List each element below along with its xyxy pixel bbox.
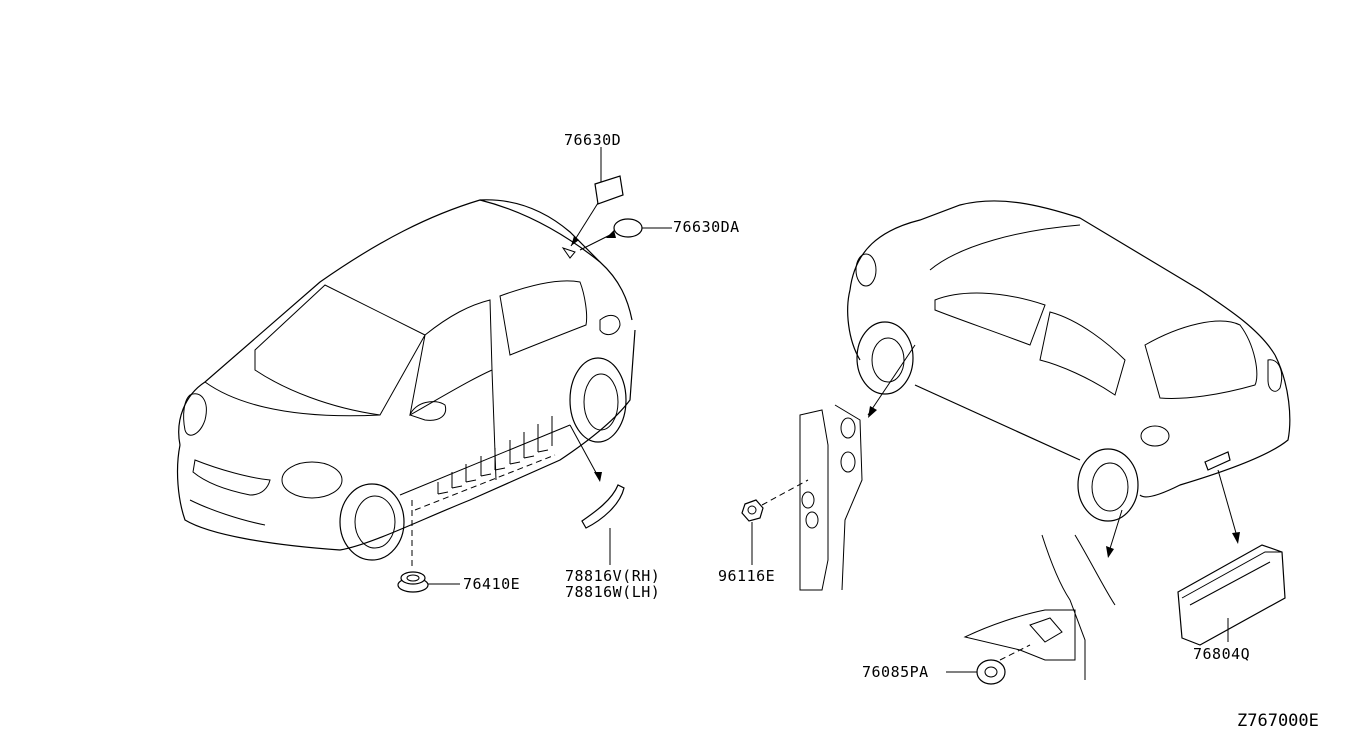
molding-clips [411, 416, 556, 570]
label-76804Q: 76804Q [1193, 645, 1250, 663]
left-car-illustration [176, 199, 636, 561]
part-76085PA-icon [946, 659, 1006, 685]
label-78816V: 78816V(RH) [565, 567, 660, 585]
part-76804Q-icon [1177, 469, 1286, 646]
part-76410E-icon [397, 571, 460, 593]
pillar-section-illustration [799, 344, 916, 591]
label-76085PA: 76085PA [862, 663, 929, 681]
wheel-house-illustration [963, 509, 1123, 680]
part-76630DA-icon [579, 218, 672, 251]
part-76630D-icon [570, 175, 624, 247]
label-76630D: 76630D [564, 131, 621, 149]
label-96116E: 96116E [718, 567, 775, 585]
part-96116E-icon [741, 479, 809, 565]
label-76410E: 76410E [463, 575, 520, 593]
diagram-reference-code: Z767000E [1237, 711, 1319, 731]
label-78816W: 78816W(LH) [565, 583, 660, 601]
part-78816-icon [569, 424, 625, 565]
right-car-illustration [847, 200, 1291, 522]
label-76630DA: 76630DA [673, 218, 740, 236]
